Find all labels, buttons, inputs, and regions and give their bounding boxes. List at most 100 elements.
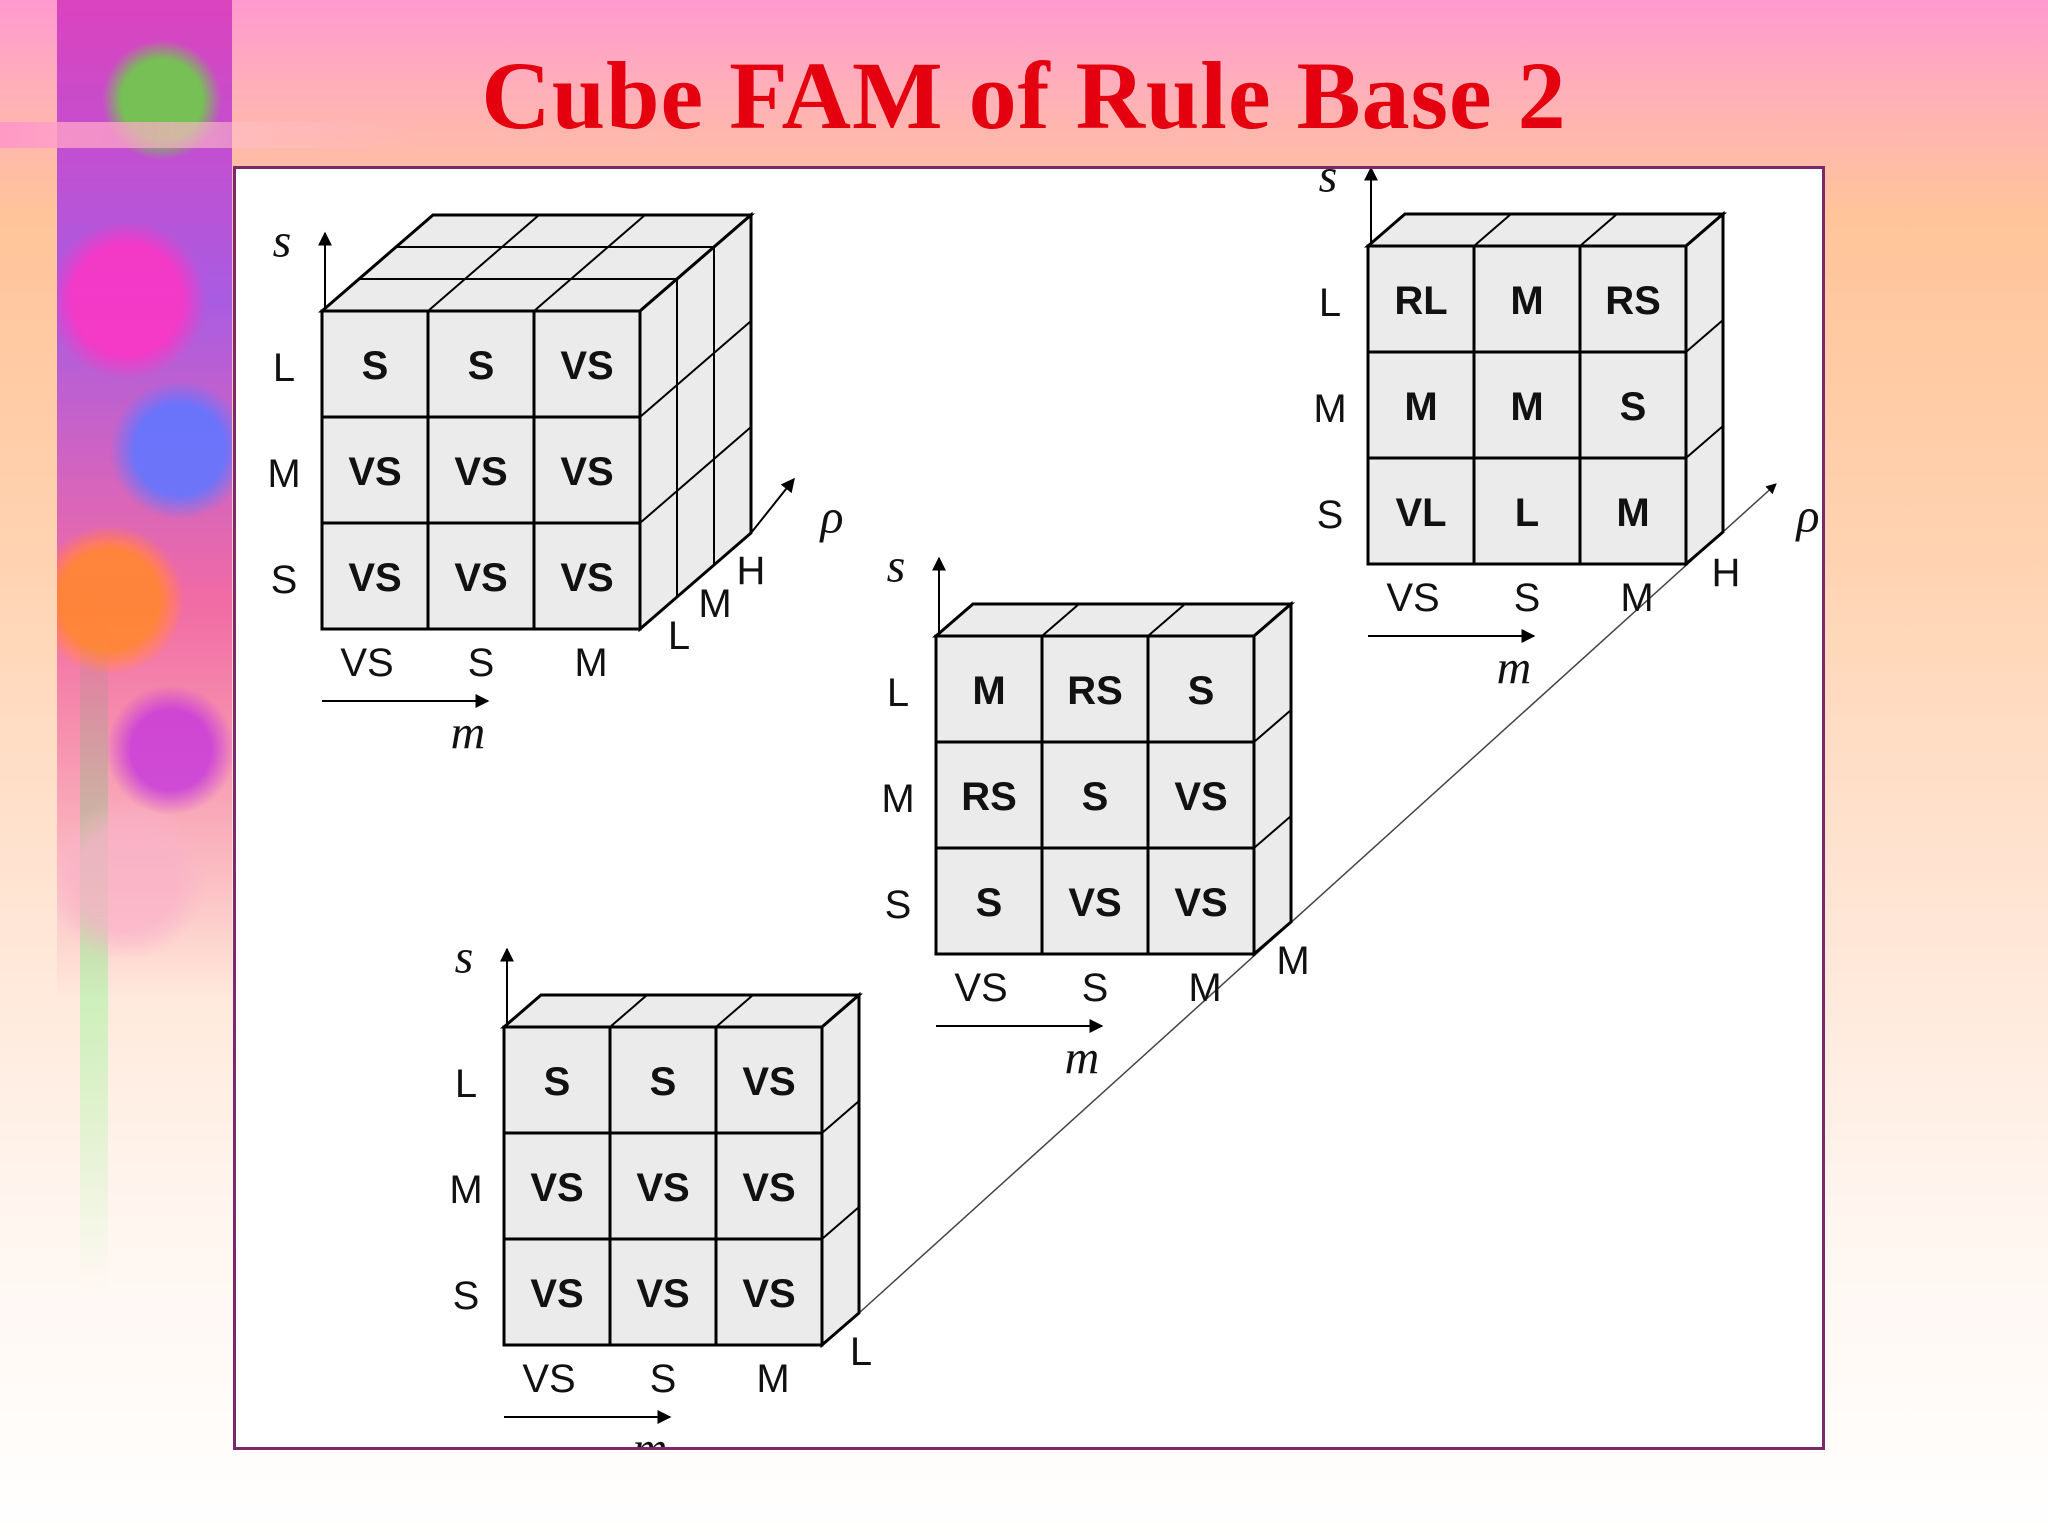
rho-diagonal-line — [858, 483, 1777, 1314]
s-level-label: S — [1317, 493, 1344, 537]
fam-cell — [714, 1237, 824, 1347]
fam-cell-value: VS — [454, 450, 507, 494]
s-level-label: S — [453, 1274, 480, 1318]
cube-right-face — [820, 991, 861, 1349]
rho-axis-name: ρ — [818, 491, 843, 544]
cube-side-divider — [821, 1206, 860, 1240]
rho-axis-line — [858, 483, 1777, 1314]
s-axis-name: s — [1319, 169, 1338, 203]
m-level-label: M — [574, 641, 607, 685]
cube-top-face — [1363, 212, 1728, 248]
s-axis-name: s — [887, 540, 906, 593]
fam-cell-value: RL — [1394, 279, 1447, 323]
fam-cell-value: S — [468, 344, 495, 388]
slide-title: Cube FAM of Rule Base 2 — [481, 42, 1567, 149]
m-axis-name: m — [633, 1423, 668, 1448]
s-level-label: S — [885, 883, 912, 927]
fam-cell — [320, 521, 430, 631]
s-axis-name: s — [273, 215, 292, 268]
fam-cell — [320, 309, 430, 419]
m-level-label: VS — [522, 1357, 575, 1401]
s-level-label: S — [271, 558, 298, 602]
fam-cell-value: M — [1616, 491, 1649, 535]
fam-cell-value: VS — [530, 1166, 583, 1210]
cube-top-face — [499, 993, 864, 1029]
fam-cell — [934, 740, 1044, 850]
fam-cell-value: VS — [1174, 775, 1227, 819]
cube-top-divider — [1473, 213, 1512, 247]
cube-top-divider — [609, 994, 648, 1028]
fam-cell — [1472, 244, 1582, 354]
fam-cell-value: S — [976, 881, 1003, 925]
s-level-label: M — [881, 777, 914, 821]
s-level-label: M — [449, 1168, 482, 1212]
m-level-label: M — [1188, 966, 1221, 1010]
fam-cell — [532, 521, 642, 631]
fam-cell-value: VS — [454, 556, 507, 600]
cube-right-face — [1252, 600, 1293, 958]
fam-cell-value: VS — [636, 1272, 689, 1316]
m-level-label: S — [1514, 576, 1541, 620]
s-axis-name: s — [455, 931, 474, 984]
cube-top-divider — [1579, 213, 1618, 247]
fam-cell-value: M — [972, 669, 1005, 713]
m-axis-name: m — [1497, 642, 1532, 695]
s-level-label: L — [455, 1062, 477, 1106]
fam-cell-value: S — [1082, 775, 1109, 819]
m-level-label: S — [650, 1357, 677, 1401]
s-level-label: L — [1319, 281, 1341, 325]
fam-cell-value: M — [1404, 385, 1437, 429]
fam-cell-value: VS — [348, 556, 401, 600]
fam-cell-value: L — [1515, 491, 1539, 535]
fam-cell — [426, 309, 536, 419]
rho-level-label: L — [668, 614, 690, 658]
fam-cell — [714, 1025, 824, 1135]
s-level-label: L — [887, 671, 909, 715]
cube-side-divider — [1253, 815, 1292, 849]
decorative-pink-bar — [0, 122, 430, 148]
fam-cell-value: S — [1620, 385, 1647, 429]
cube-top-face — [931, 602, 1296, 638]
fam-cell — [1366, 244, 1476, 354]
cube-top-divider — [1041, 603, 1080, 637]
m-level-label: VS — [954, 966, 1007, 1010]
fam-cell-value: VS — [742, 1166, 795, 1210]
m-axis-name: m — [1065, 1032, 1100, 1085]
cube-side-divider — [639, 426, 752, 524]
fam-cell-value: S — [650, 1060, 677, 1104]
fam-cell-value: RS — [1067, 669, 1123, 713]
fam-cell-value: VS — [742, 1272, 795, 1316]
fam-cell — [934, 634, 1044, 744]
rho-level-label: H — [1712, 551, 1741, 595]
fam-cell-value: VS — [560, 344, 613, 388]
fam-cell — [1366, 456, 1476, 566]
cube-side-divider — [639, 320, 752, 418]
fam-cell — [608, 1237, 718, 1347]
m-axis-name: m — [451, 707, 486, 760]
fam-cell — [1578, 456, 1688, 566]
fam-cell — [934, 846, 1044, 956]
fam-cell — [1146, 846, 1256, 956]
rho-level-label: H — [737, 549, 766, 593]
fam-cell — [532, 309, 642, 419]
m-level-label: VS — [1386, 576, 1439, 620]
cube-top-divider — [715, 994, 754, 1028]
cube-top-divider — [1147, 603, 1186, 637]
rho-axis-arrow — [750, 477, 795, 534]
fam-cell — [502, 1237, 612, 1347]
fam-cell-value: S — [544, 1060, 571, 1104]
fam-cell-value: RS — [1605, 279, 1661, 323]
rho-axis-name: ρ — [1794, 490, 1819, 543]
fam-cell-value: VS — [348, 450, 401, 494]
fam-cell — [714, 1131, 824, 1241]
m-level-label: S — [1082, 966, 1109, 1010]
fam-cell-value: M — [1510, 279, 1543, 323]
fam-cell-value: S — [1188, 669, 1215, 713]
cube-side-divider — [821, 1100, 860, 1134]
